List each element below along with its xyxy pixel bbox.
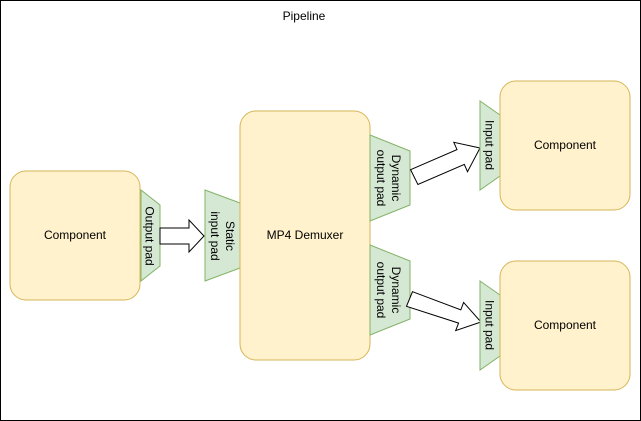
demuxer-dynamic-output-pad-bottom-label-line2: output pad bbox=[374, 262, 388, 319]
demuxer-static-input-pad-label-line1: Static bbox=[223, 221, 237, 251]
sink-top-component[interactable] bbox=[499, 80, 631, 211]
source-output-pad-label: Output pad bbox=[143, 206, 157, 265]
demuxer-dynamic-output-pad-top-label-line1: Dynamic bbox=[389, 155, 403, 202]
mp4-demuxer-label: MP4 Demuxer bbox=[267, 228, 344, 242]
link-arrow-demuxer-to-sink-bottom bbox=[405, 291, 482, 332]
source-component-label: Component bbox=[44, 228, 107, 242]
source-component[interactable] bbox=[9, 170, 141, 301]
demuxer-dynamic-output-pad-top-label-line2: output pad bbox=[374, 150, 388, 207]
sink-bottom-input-pad-label: Input pad bbox=[483, 300, 497, 350]
mp4-demuxer-component[interactable] bbox=[239, 110, 371, 361]
pipeline-title: Pipeline bbox=[283, 9, 326, 23]
demuxer-dynamic-output-pad-bottom[interactable] bbox=[369, 244, 411, 336]
demuxer-static-input-pad-label-line2: input pad bbox=[208, 211, 222, 260]
sink-bottom-component-label: Component bbox=[534, 318, 597, 332]
sink-top-component-label: Component bbox=[534, 138, 597, 152]
demuxer-dynamic-output-pad-top[interactable] bbox=[369, 134, 411, 222]
link-arrow-demuxer-to-sink-top bbox=[409, 141, 481, 186]
sink-top-input-pad-label: Input pad bbox=[483, 120, 497, 170]
sink-bottom-component[interactable] bbox=[499, 260, 631, 391]
source-output-pad[interactable] bbox=[140, 188, 161, 283]
link-arrow-source-to-demuxer bbox=[159, 218, 205, 254]
demuxer-dynamic-output-pad-bottom-label-line1: Dynamic bbox=[389, 267, 403, 314]
